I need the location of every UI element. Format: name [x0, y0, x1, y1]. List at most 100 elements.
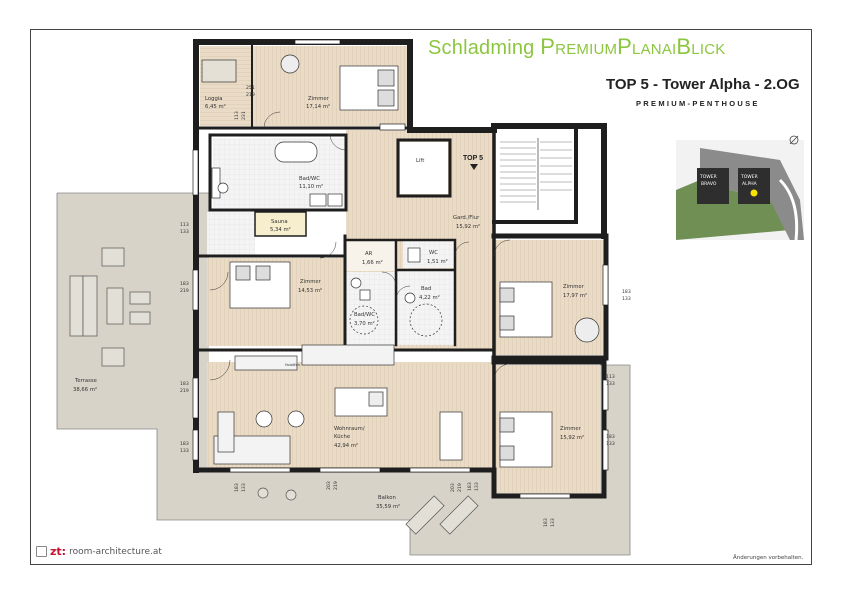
dim-133-e: 133	[606, 441, 615, 447]
floor-sauna-anteroom	[207, 212, 255, 256]
sofa-left	[69, 275, 84, 337]
tower-alpha-block	[738, 168, 770, 204]
zimmer-right-top-area: 17,97 m²	[563, 292, 587, 299]
gard-flur-name: Gard./Flur	[453, 215, 480, 221]
balcony-stool	[257, 487, 269, 499]
wc-area: 1,51 m²	[427, 258, 448, 265]
dim-203-a: 203	[326, 481, 332, 490]
tower-bravo-block	[697, 168, 729, 204]
zimmer-left-name: Zimmer	[300, 279, 322, 285]
zimmer-top-area: 17,14 m²	[306, 103, 330, 110]
unit-subtitle: PREMIUM-PENTHOUSE	[636, 99, 760, 108]
drawing-frame	[30, 29, 812, 565]
loggia-bench	[201, 59, 237, 83]
dim-183-h: 183	[467, 482, 473, 491]
top5-marker: TOP 5	[463, 155, 483, 162]
lift-name: Lift	[416, 158, 424, 164]
site-map: TOWER BRAVO TOWER ALPHA	[676, 135, 804, 241]
floor-ar	[346, 241, 398, 271]
zimmer-left-area: 14,53 m²	[298, 287, 322, 294]
wohnraum-name-2: Küche	[334, 434, 350, 440]
footer-logo: zt: room-architecture.at	[36, 545, 162, 558]
loggia-name: Loggia	[205, 96, 223, 102]
dim-113-b: 113	[606, 374, 615, 380]
fixtures	[201, 54, 600, 468]
bathtub	[274, 141, 318, 163]
dim-133-d: 133	[606, 381, 615, 387]
dim-231: 231	[241, 111, 247, 120]
terrasse-area: 38,66 m²	[73, 386, 97, 393]
bad-wc-mid-name: Bad/WC	[354, 312, 375, 318]
disclaimer: Änderungen vorbehalten.	[733, 555, 804, 561]
ar-area: 1,66 m²	[362, 259, 383, 266]
tower-bravo-label-1: TOWER	[699, 174, 717, 180]
dim-219-e: 219	[457, 483, 463, 492]
terrace-left-lower	[157, 429, 209, 469]
dim-251: 251	[246, 85, 255, 91]
floor-loggia	[200, 46, 252, 126]
zimmer-right-top-name: Zimmer	[563, 284, 585, 290]
dim-203-b: 203	[450, 483, 456, 492]
dim-219-b: 219	[180, 288, 189, 294]
floor-lift	[400, 142, 448, 194]
wc-name: WC	[429, 250, 438, 256]
zimmer-right-bottom-name: Zimmer	[560, 426, 582, 432]
dim-113-a: 113	[180, 222, 189, 228]
sauna-area: 5,34 m²	[270, 226, 291, 233]
floor-sauna	[255, 212, 305, 236]
dim-183-g: 183	[543, 518, 549, 527]
dim-133-g: 133	[550, 518, 556, 527]
dim-219-d: 219	[333, 481, 339, 490]
loggia-area: 6,45 m²	[205, 103, 226, 110]
dim-219-c: 219	[180, 388, 189, 394]
tower-alpha-marker	[750, 189, 758, 197]
dim-133-b: 133	[180, 448, 189, 454]
sauna-name: Sauna	[271, 219, 288, 225]
tower-alpha-label-1: TOWER	[740, 174, 758, 180]
architect-website: room-architecture.at	[69, 546, 162, 557]
sun-lounger	[405, 495, 445, 535]
brand-title: Schladming PremiumPlanaiBlick	[428, 34, 725, 60]
terrasse-name: Terrasse	[74, 378, 97, 384]
compass-icon	[789, 135, 799, 145]
wohnraum-area: 42,94 m²	[334, 442, 358, 449]
bad-wc-mid-area: 3,70 m²	[354, 320, 375, 327]
coffee-table	[106, 287, 124, 325]
dim-183-c: 183	[180, 441, 189, 447]
kitchen-counter	[301, 344, 395, 366]
dining-table	[439, 411, 463, 461]
bad-name: Bad	[421, 286, 431, 292]
bad-area: 4,22 m²	[419, 294, 440, 301]
balkon-area: 35,59 m²	[376, 503, 400, 510]
dim-133-h: 133	[474, 482, 480, 491]
bad-wc-top-area: 11,10 m²	[299, 183, 323, 190]
top5-arrow	[470, 164, 478, 170]
balkon-name: Balkon	[378, 495, 396, 501]
brand-title-first: Schladming	[428, 37, 535, 59]
dim-183-e: 183	[606, 434, 615, 440]
floor-bad	[398, 270, 454, 345]
dim-183-d: 183	[622, 289, 631, 295]
architect-logo-icon	[36, 546, 47, 557]
dim-183-a: 183	[180, 281, 189, 287]
room-labels: Loggia 6,45 m² Zimmer 17,14 m² Bad/WC 11…	[73, 96, 587, 510]
zimmer-right-bottom-area: 15,92 m²	[560, 434, 584, 441]
door-swings	[209, 111, 511, 381]
dim-133-a: 133	[180, 229, 189, 235]
dim-133-c: 133	[622, 296, 631, 302]
brand-title-rest: PremiumPlanaiBlick	[540, 34, 726, 59]
tower-alpha-label-2: ALPHA	[742, 181, 758, 187]
tower-bravo-label-2: BRAVO	[701, 181, 717, 187]
dim-113-c: 113	[234, 111, 240, 120]
dimension-labels: 251 219 113 133 183 219 183 219 183 133 …	[180, 85, 631, 527]
windows	[192, 39, 609, 499]
dim-133-f: 133	[241, 483, 247, 492]
wohnraum-name-1: Wohnraum/	[334, 426, 365, 432]
dim-183-f: 183	[234, 483, 240, 492]
armchair	[101, 247, 125, 267]
holzofen-label: Holzöfen	[285, 363, 300, 367]
architect-logo-mark: zt:	[50, 545, 67, 558]
gard-flur-area: 15,92 m²	[456, 223, 480, 230]
ar-name: AR	[365, 251, 373, 257]
